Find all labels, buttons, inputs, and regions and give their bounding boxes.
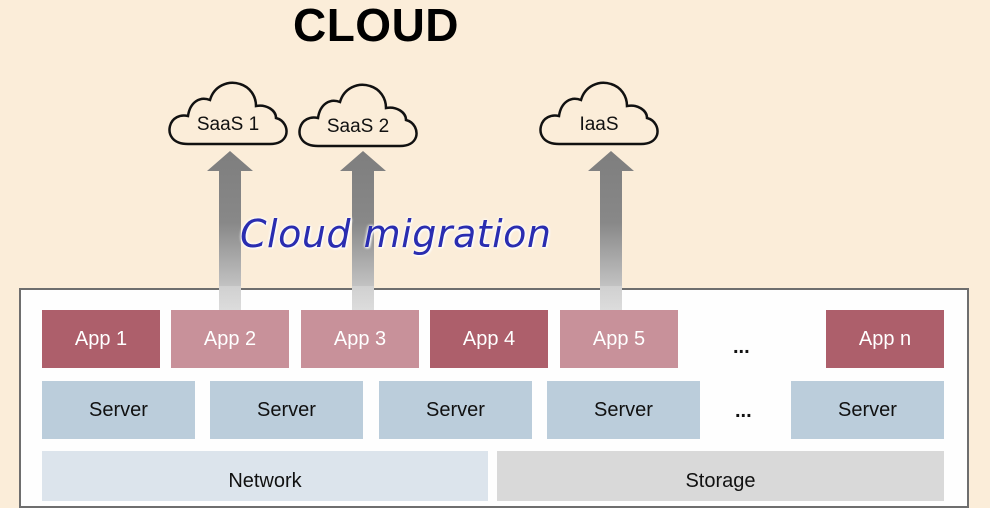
arrow-shaft [352, 286, 374, 310]
arrow-up-icon [340, 151, 386, 310]
app-label: App n [858, 327, 912, 350]
app-label: App 5 [592, 327, 646, 350]
network-label: Network [228, 469, 302, 492]
app-box-migrated: App 3 [301, 310, 419, 368]
arrow-up-icon [588, 151, 634, 310]
server-box: Server [42, 381, 195, 439]
server-box: Server [791, 381, 944, 439]
migration-arrow-app-3 [340, 151, 386, 310]
server-label: Server [838, 398, 897, 421]
app-label: App 4 [462, 327, 516, 350]
migration-arrow-app-2 [207, 151, 253, 310]
app-box: App 1 [42, 310, 160, 368]
storage-layer: Storage [497, 451, 944, 501]
cloud-saas-2: SaaS 2 [296, 80, 420, 150]
app-label: App 3 [333, 327, 387, 350]
server-label: Server [89, 398, 148, 421]
arrow-up-icon [207, 151, 253, 310]
server-label: Server [594, 398, 653, 421]
app-label: App 2 [203, 327, 257, 350]
server-label: Server [426, 398, 485, 421]
migration-arrow-app-5 [588, 151, 634, 310]
apps-ellipsis: ... [733, 336, 750, 358]
arrow-shaft [219, 286, 241, 310]
cloud-label: SaaS 2 [326, 116, 390, 137]
app-box: App 4 [430, 310, 548, 368]
app-box-migrated: App 5 [560, 310, 678, 368]
cloud-label: IaaS [579, 114, 619, 135]
cloud-icon [168, 81, 288, 146]
app-box-migrated: App 2 [171, 310, 289, 368]
server-box: Server [210, 381, 363, 439]
app-label: App 1 [74, 327, 128, 350]
app-box: App n [826, 310, 944, 368]
migration-label: Cloud migration [240, 212, 552, 256]
cloud-saas-1: SaaS 1 [166, 78, 290, 148]
cloud-icon [298, 83, 418, 148]
storage-label: Storage [685, 469, 756, 492]
cloud-label: SaaS 1 [196, 114, 260, 135]
server-box: Server [379, 381, 532, 439]
network-layer: Network [42, 451, 488, 501]
diagram-title: CLOUD [292, 0, 460, 51]
servers-ellipsis: ... [735, 400, 752, 422]
arrow-shaft [600, 286, 622, 310]
server-label: Server [257, 398, 316, 421]
cloud-iaas: IaaS [537, 78, 661, 148]
server-box: Server [547, 381, 700, 439]
cloud-icon [539, 81, 659, 146]
